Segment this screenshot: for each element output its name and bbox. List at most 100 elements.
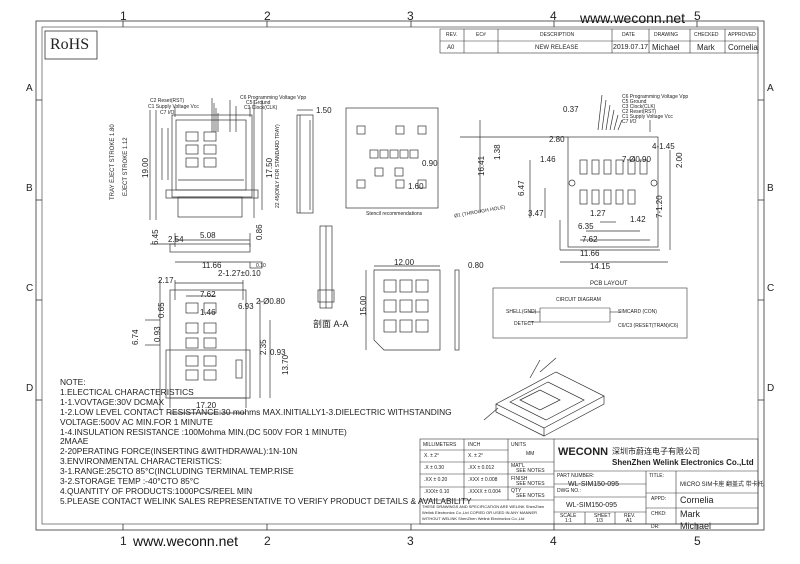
dim-label: 0.37 bbox=[563, 105, 579, 114]
dim-label: 7.62 bbox=[582, 235, 598, 244]
dr-value: Michael bbox=[680, 521, 712, 531]
top-view-drawing bbox=[149, 98, 263, 269]
zone-number-top: 3 bbox=[407, 9, 414, 23]
rev-cell: NEW RELEASE bbox=[535, 45, 579, 51]
dim-label: 2.00 bbox=[675, 152, 684, 168]
pin-label: C7 I/O bbox=[160, 110, 175, 116]
rev-cell: Michael bbox=[652, 43, 680, 52]
notes-block: NOTE: 1.ELECTICAL CHARACTERISTICS 1-1.VO… bbox=[60, 377, 472, 507]
tol-header: MILLIMETERS bbox=[423, 442, 457, 448]
zone-number-bottom: 1 bbox=[120, 534, 127, 548]
rev-header: DESCRIPTION bbox=[540, 32, 575, 38]
outer-frame bbox=[35, 20, 765, 531]
side-view-drawing bbox=[296, 109, 335, 309]
note-line: 1-4.INSULATION RESISTANCE :100Mohma MIN.… bbox=[60, 426, 347, 437]
scale-header: REV. bbox=[624, 513, 636, 519]
tol-cell: X. ± 2° bbox=[424, 453, 440, 459]
appd-label: APPD: bbox=[651, 496, 667, 502]
dim-label: 2.80 bbox=[549, 135, 565, 144]
pin-label: C5 Ground bbox=[622, 99, 647, 105]
dim-label: 0.86 bbox=[255, 224, 264, 240]
dim-label: 2.35 bbox=[259, 339, 268, 355]
units-value: MM bbox=[526, 451, 535, 457]
mat-value: SEE NOTES bbox=[516, 468, 545, 474]
zone-letter-left: D bbox=[26, 383, 34, 394]
dim-label: 1.42 bbox=[630, 215, 646, 224]
dim-label: 19.00 bbox=[141, 157, 150, 178]
website-bottom: www.weconn.net bbox=[133, 533, 239, 549]
zone-number-top: 2 bbox=[264, 9, 271, 23]
rev-header: EC# bbox=[476, 32, 486, 38]
tol-header: UNITS bbox=[511, 442, 526, 448]
circuit-label: DETECT bbox=[514, 321, 534, 327]
dim-label: 0.80 bbox=[468, 261, 484, 270]
tol-cell: .XXX ± 0.008 bbox=[468, 477, 498, 483]
zone-number-bottom: 4 bbox=[550, 534, 557, 548]
dim-label: 1.60 bbox=[408, 182, 424, 191]
pin-label: C6 Programming Voltage Vpp bbox=[240, 95, 307, 101]
zone-letter-left: A bbox=[26, 83, 33, 94]
zone-number-top: 4 bbox=[550, 9, 557, 23]
dim-label: 12.00 bbox=[394, 258, 415, 267]
rev-cell: A0 bbox=[447, 45, 455, 51]
tol-cell: .X ± 0.30 bbox=[424, 465, 444, 471]
company-cn: 深圳市蔚连电子有限公司 bbox=[612, 447, 700, 456]
stencil-drawing bbox=[345, 107, 439, 209]
title-label: TITLE: bbox=[649, 473, 665, 479]
title-block-lines bbox=[419, 438, 759, 525]
dim-label: 11.66 bbox=[202, 261, 222, 270]
scale-header: SHEET bbox=[594, 513, 611, 519]
tol-cell: .XXX± 0.10 bbox=[424, 489, 450, 495]
disclaimer: THESE DRAWINGS AND SPECIFICATION ARE WEL… bbox=[422, 504, 545, 521]
dim-label: 17.50 bbox=[265, 157, 274, 178]
dim-label: 2-Ø0.80 bbox=[256, 297, 285, 306]
note-line: 1-2.LOW LEVEL CONTACT RESISTANCE:30 mohm… bbox=[60, 406, 452, 417]
pin-label: C1 Supply Voltage Vcc bbox=[622, 114, 673, 120]
circuit-label: SHELL(GND) bbox=[506, 309, 537, 315]
company-brand: WECONN bbox=[558, 446, 609, 458]
dim-label: 2-1.27±0.10 bbox=[218, 269, 261, 278]
dim-label: EJECT STROKE 1.12 bbox=[123, 137, 129, 196]
tol-cell: .XX ± 0.20 bbox=[424, 477, 448, 483]
zone-letter-right: A bbox=[767, 83, 774, 94]
tol-cell: X. ± 2° bbox=[468, 453, 484, 459]
rev-header: REV. bbox=[446, 32, 458, 38]
rev-cell: Cornelia bbox=[728, 43, 758, 52]
zone-letter-right: D bbox=[767, 383, 775, 394]
tol-cell: .XX ± 0.012 bbox=[468, 465, 495, 471]
dim-label: 6.47 bbox=[517, 180, 526, 196]
part-label: PART NUMBER: bbox=[557, 473, 595, 479]
dim-label: 1.38 bbox=[493, 144, 502, 160]
dim-label: 1.46 bbox=[540, 155, 556, 164]
pin-label: C2 Reset(RST) bbox=[150, 98, 185, 104]
circuit-label: C6/C3 (RESET(TRAN)/C6) bbox=[618, 323, 679, 329]
zone-number-bottom: 5 bbox=[694, 534, 701, 548]
dr-label: DR: bbox=[651, 524, 660, 530]
sim-card-drawing bbox=[365, 265, 460, 351]
note-line: 1-1.VOVTAGE:30V DCMAX bbox=[60, 396, 165, 407]
pin-label: C6 Programming Voltage Vpp bbox=[622, 94, 689, 100]
rev-header: APPROVED bbox=[728, 32, 756, 38]
pin-label: C7 I/O bbox=[622, 119, 637, 125]
dim-label: 6.93 bbox=[238, 302, 254, 311]
rohs-box bbox=[44, 30, 98, 60]
note-line: 2-20PERATING FORCE(INSERTING &WITHDRAWAL… bbox=[60, 446, 298, 457]
zone-letter-left: B bbox=[26, 183, 33, 194]
scale-value: 1/3 bbox=[596, 518, 603, 524]
rohs-label: RoHS bbox=[50, 36, 90, 53]
dim-label: 4-1.45 bbox=[652, 142, 675, 151]
zone-letter-right: C bbox=[767, 283, 775, 294]
section-label: 剖面 A-A bbox=[313, 319, 349, 329]
dim-label: 6.35 bbox=[578, 222, 594, 231]
finish-label: FINISH bbox=[511, 476, 528, 482]
dim-label: 0.65 bbox=[157, 302, 166, 318]
pin-label: C3 Clock(CLK) bbox=[622, 104, 656, 110]
mat-label: MAT'L bbox=[511, 463, 525, 469]
dim-label: 3.47 bbox=[528, 209, 544, 218]
dim-label: 0.10 bbox=[256, 263, 266, 269]
dim-label: 6.74 bbox=[131, 329, 140, 345]
isometric-view-drawing bbox=[483, 357, 605, 437]
pin-label: C3 Clock(CLK) bbox=[244, 105, 278, 111]
dim-label: 15.00 bbox=[359, 295, 368, 316]
note-line: 2MAAE bbox=[60, 436, 89, 447]
